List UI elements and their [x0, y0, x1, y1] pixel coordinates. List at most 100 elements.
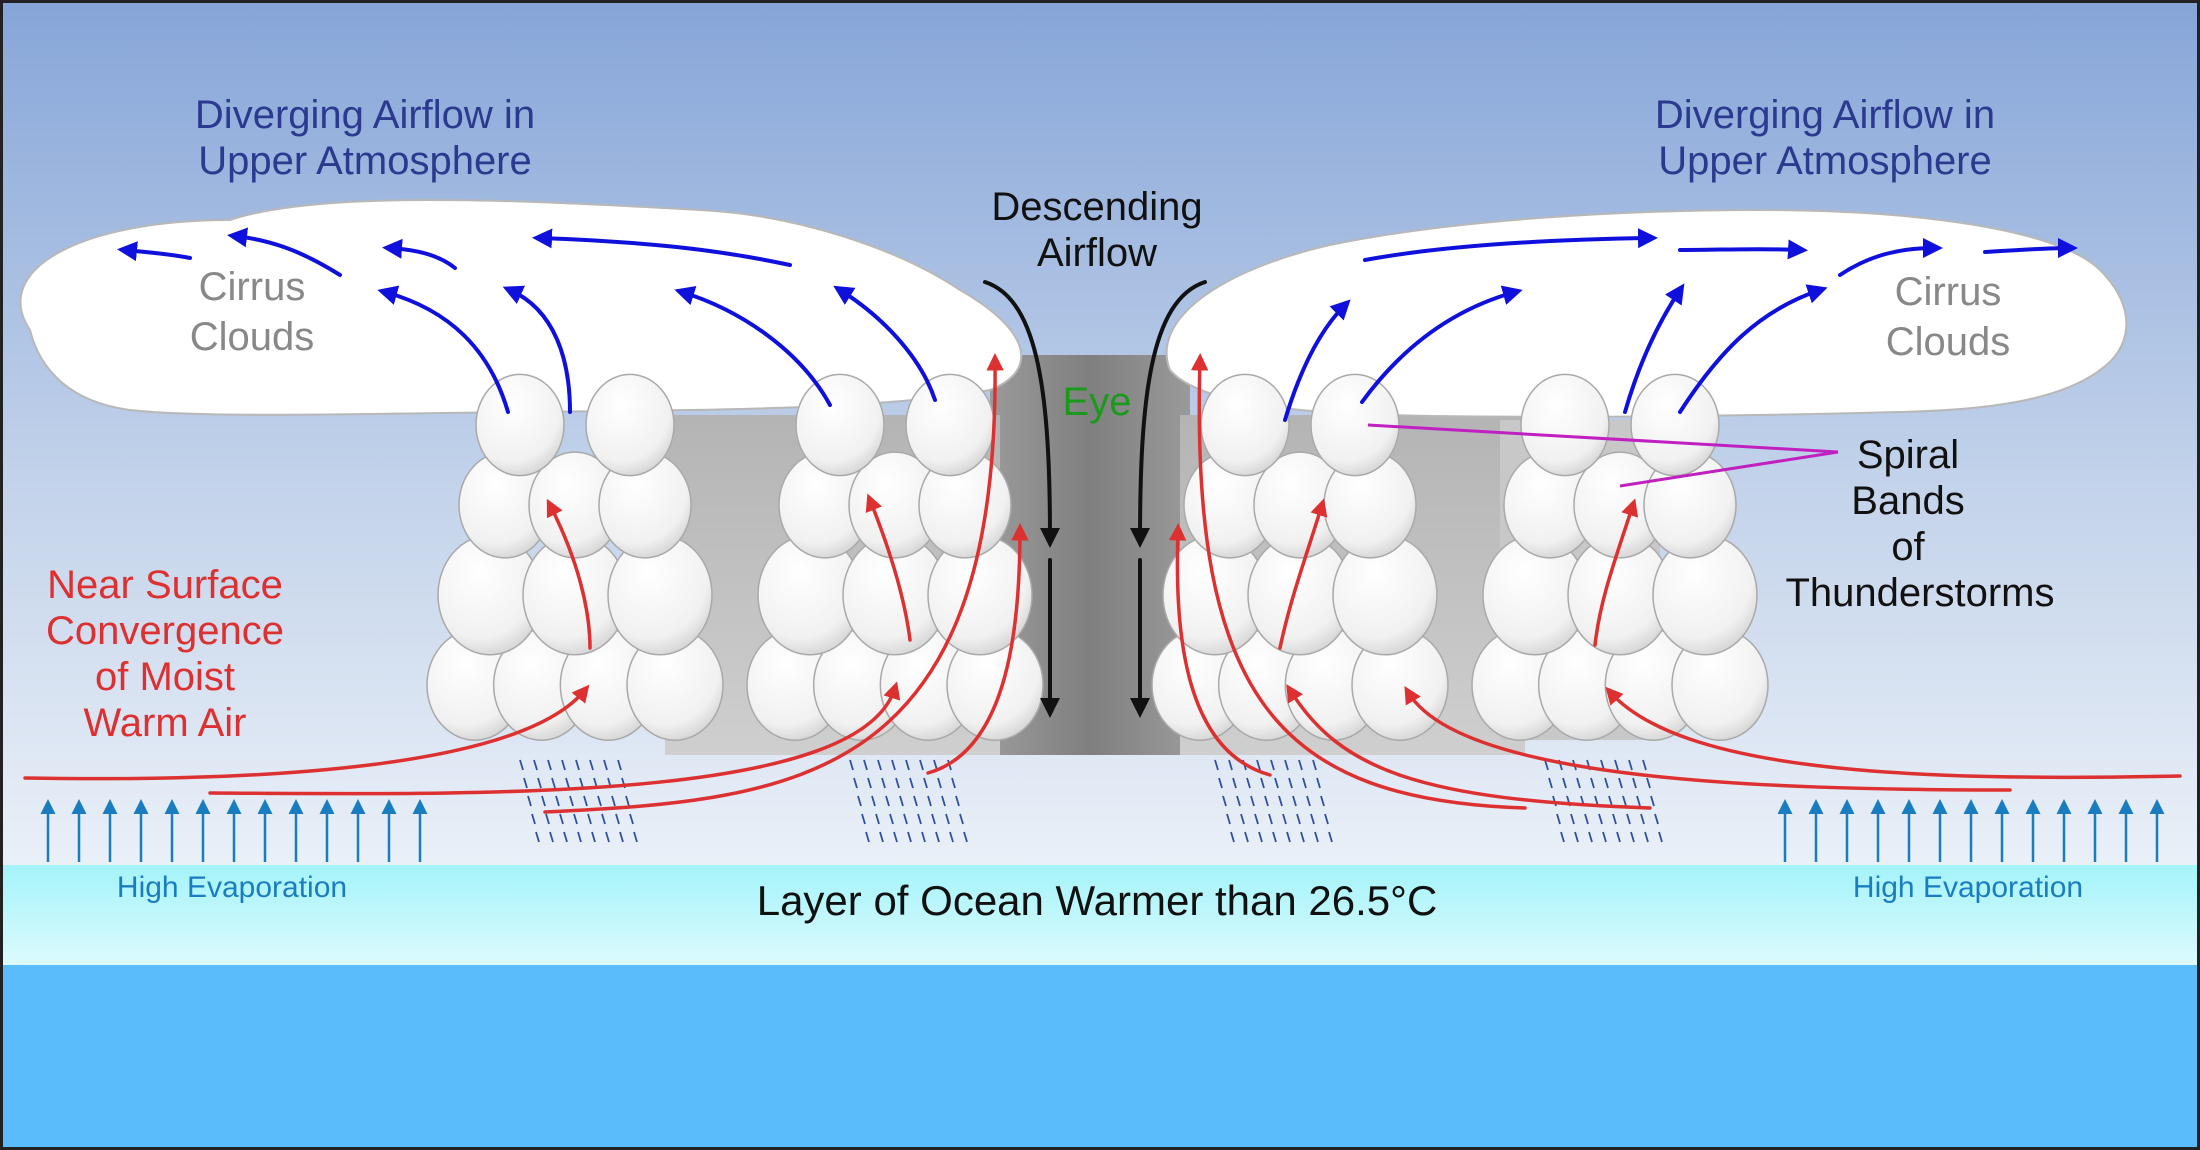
rain-streak [1278, 795, 1283, 807]
cloud-puff [1520, 373, 1610, 477]
rain-streak [569, 795, 574, 807]
cirrus-right-line2: Clouds [1886, 320, 2011, 364]
cloud-puff [795, 373, 885, 477]
rain-streak [1244, 831, 1249, 843]
red-inflow-line [1593, 498, 1639, 647]
rain-streak [1282, 813, 1287, 825]
blue-arrow [227, 227, 342, 277]
cloud-puff [475, 373, 565, 477]
rain-streak [1268, 813, 1273, 825]
spiral-bands-line1: Spiral [1857, 433, 1959, 477]
rain-streak [1298, 759, 1303, 771]
blue-arrow [117, 241, 192, 262]
rain-streak [1642, 759, 1647, 771]
blue-arrow [674, 286, 832, 407]
red-inflow-line [208, 681, 901, 796]
rain-streak [629, 813, 634, 825]
rain-streak [1576, 777, 1581, 789]
red-inflow-line [1404, 685, 2012, 792]
rain-streak [619, 831, 624, 843]
rain-streak [959, 813, 964, 825]
rain-streak [1644, 831, 1649, 843]
rain-streak [917, 813, 922, 825]
rain-streak [865, 831, 870, 843]
rain-streak [579, 777, 584, 789]
rain-streak [1602, 831, 1607, 843]
rain-streak [1250, 795, 1255, 807]
rain-streak [1604, 777, 1609, 789]
convergence-line4: Warm Air [84, 701, 247, 745]
rain-streak [1230, 831, 1235, 843]
evaporation-arrows-right [1777, 799, 2165, 862]
rain-streak [1236, 795, 1241, 807]
rain-streak [1614, 759, 1619, 771]
rain-streak [591, 831, 596, 843]
rain-streak [1574, 831, 1579, 843]
rain-streak [1556, 813, 1561, 825]
red-inflow-line [865, 493, 912, 642]
rain-streak [921, 831, 926, 843]
rain-streak [949, 831, 954, 843]
rain-streak [583, 795, 588, 807]
rain-streak [913, 795, 918, 807]
black-descending-arrow-right [1130, 280, 1207, 548]
rain-streak [1272, 831, 1277, 843]
rain-streak [909, 777, 914, 789]
rain-streak [1314, 831, 1319, 843]
blue-arrow [377, 285, 510, 414]
rain-streak [899, 795, 904, 807]
rain-streak [871, 795, 876, 807]
rain-streak [1258, 831, 1263, 843]
rain-streak [1618, 777, 1623, 789]
rain-streak [1608, 795, 1613, 807]
high-evaporation-right: High Evaporation [1853, 871, 2083, 904]
deep-ocean [0, 965, 2200, 1150]
rain-streak [577, 831, 582, 843]
convergence-line2: Convergence [46, 609, 284, 653]
rain-streak [1590, 777, 1595, 789]
red-inflow-line [1190, 353, 1527, 810]
rain-streak [611, 795, 616, 807]
rain-streak [1232, 777, 1237, 789]
rain-streak [875, 813, 880, 825]
cloud-puff [1630, 373, 1720, 477]
rain-streak [1240, 813, 1245, 825]
rain-streak [549, 831, 554, 843]
rain-streak [531, 813, 536, 825]
blue-arrow [382, 238, 457, 270]
blue-arrow [1363, 228, 1658, 262]
convergence-line3: of Moist [95, 655, 235, 699]
rain-streak [547, 759, 552, 771]
rain-streak [1628, 759, 1633, 771]
rain-streak [1544, 759, 1549, 771]
rain-streak [541, 795, 546, 807]
upper-diverging-arrows [117, 227, 2078, 422]
descending-airflow-arrows [983, 280, 1207, 718]
spiral-bands-line2: Bands [1851, 479, 1964, 523]
diverging-airflow-right-line2: Upper Atmosphere [1658, 139, 1992, 183]
cirrus-left-line1: Cirrus [199, 265, 306, 309]
blue-arrow [1360, 285, 1523, 404]
rain-streak [1288, 777, 1293, 789]
red-inflow-line [543, 353, 1004, 814]
rain-streak [1218, 777, 1223, 789]
blue-arrow [502, 285, 572, 414]
blue-arrow [833, 285, 937, 402]
cirrus-shield-left [19, 199, 1023, 416]
rain-streak [891, 759, 896, 771]
rain-streak [561, 759, 566, 771]
rain-streak [1626, 813, 1631, 825]
rain-streak [1300, 831, 1305, 843]
eye-label: Eye [1063, 380, 1132, 424]
surface-convergence-arrows [23, 353, 2182, 814]
blue-arrow [1838, 238, 1943, 277]
rain-streak [867, 777, 872, 789]
rain-streak [903, 813, 908, 825]
rain-streak [1324, 813, 1329, 825]
rain-streak [1640, 813, 1645, 825]
rain-streak [615, 813, 620, 825]
rain-streak [1286, 831, 1291, 843]
rain-streak [1306, 795, 1311, 807]
spiral-bands-line3: of [1891, 525, 1925, 569]
rain-streak [941, 795, 946, 807]
